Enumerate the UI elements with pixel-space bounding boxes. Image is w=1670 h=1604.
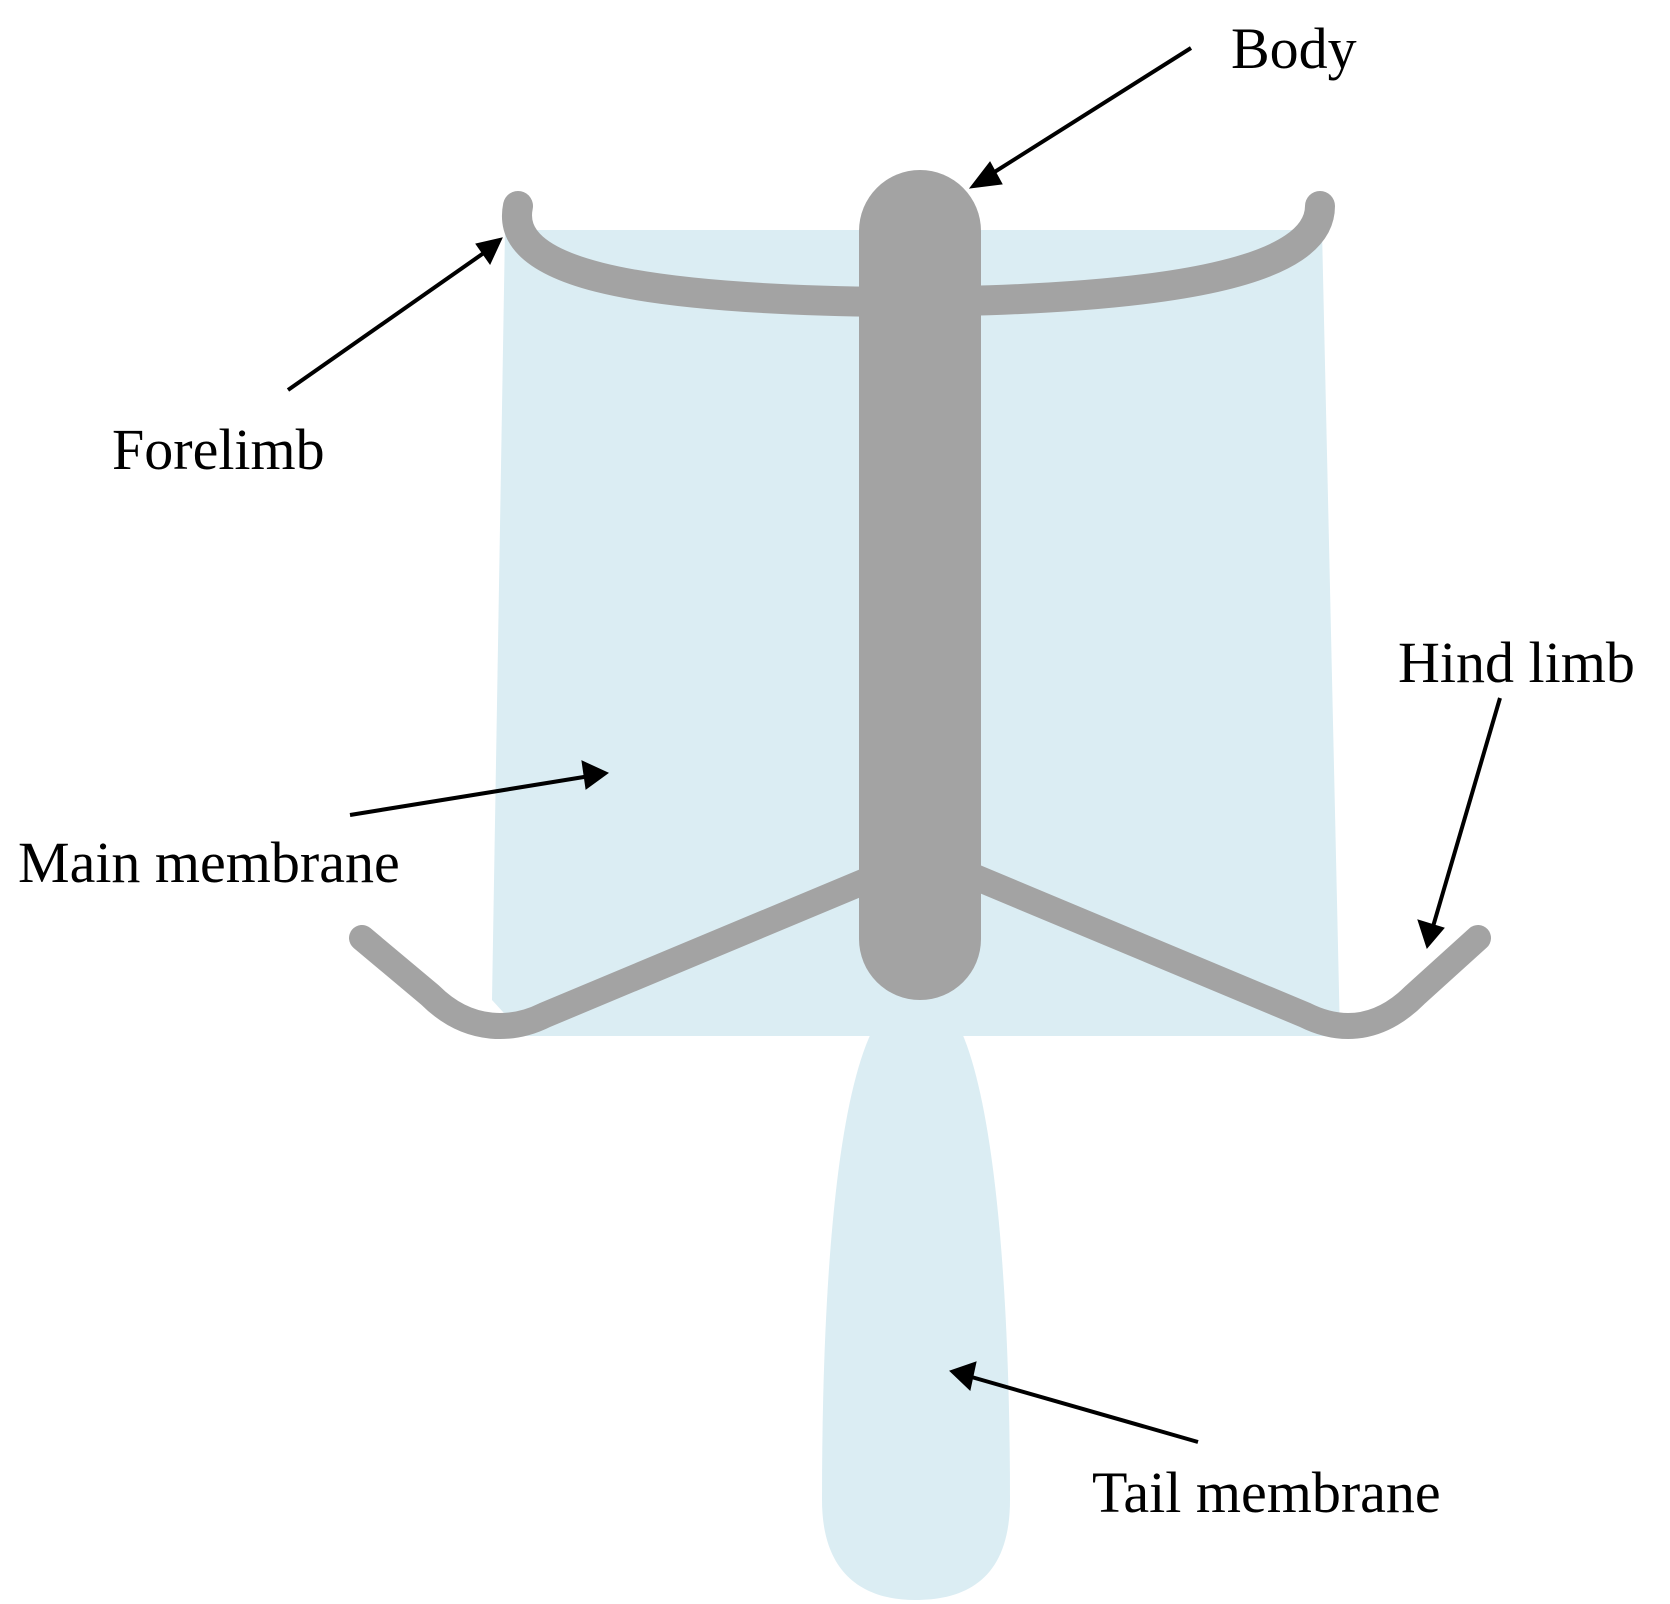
hind-limb-arrowhead — [1417, 919, 1445, 950]
body-shape — [859, 170, 981, 1000]
main-membrane-label: Main membrane — [18, 830, 400, 895]
forelimb-label: Forelimb — [112, 417, 325, 482]
body-arrowhead — [968, 161, 1003, 189]
hind-limb-left-shape — [349, 862, 893, 1039]
main-membrane-arrowhead — [581, 760, 609, 790]
tail-membrane-arrowhead — [949, 1361, 977, 1391]
hind-limb-arrow — [1430, 697, 1502, 931]
main-membrane-arrow — [349, 774, 591, 817]
forelimb-arrow — [286, 248, 490, 392]
forelimb-arrowhead — [475, 237, 503, 265]
arrows — [286, 46, 1502, 1444]
tail-membrane-shape — [822, 1000, 1010, 1600]
tail-membrane-label: Tail membrane — [1092, 1460, 1441, 1525]
tail-membrane-arrow — [967, 1374, 1199, 1444]
hind-limb-right-shape — [957, 862, 1491, 1039]
body-arrow — [983, 46, 1193, 180]
hind-limb-label: Hind limb — [1398, 630, 1635, 695]
body-label: Body — [1231, 16, 1357, 81]
